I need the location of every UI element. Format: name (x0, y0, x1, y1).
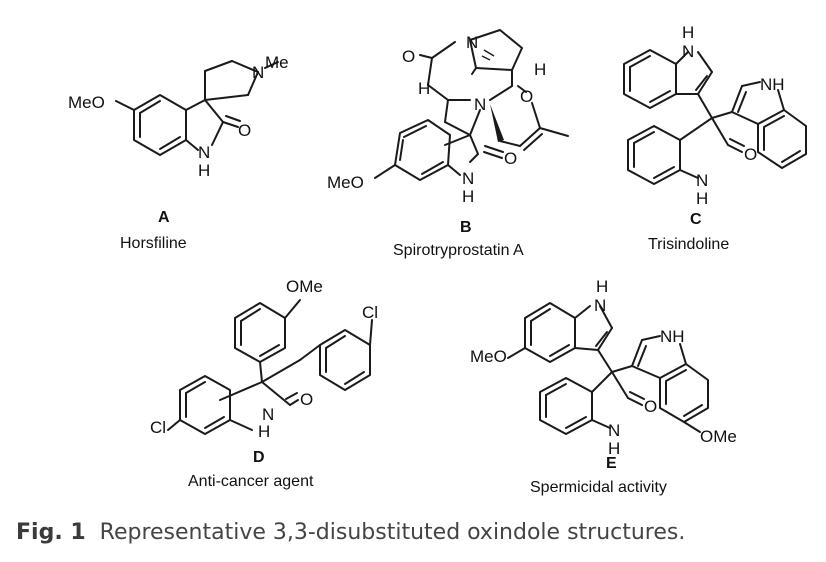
atom-o-e: O (644, 397, 657, 416)
label-letter-e: E (606, 455, 617, 472)
label-name-b: Spirotryprostatin A (393, 242, 524, 259)
atom-methyl-a: Me (265, 53, 289, 72)
atom-n-d: N (262, 405, 274, 424)
atom-cl-d1: Cl (362, 303, 378, 322)
atom-h-b3: H (462, 187, 474, 206)
structure-b-spirotryprostatin (374, 29, 569, 181)
atom-o-a: O (238, 121, 251, 140)
atom-o-c: O (744, 145, 757, 164)
label-letter-d: D (253, 449, 265, 466)
atom-methoxy-d: OMe (286, 277, 323, 296)
atom-o-b2: O (520, 87, 533, 106)
atom-n-b2: N (474, 95, 486, 114)
label-name-d: Anti-cancer agent (188, 473, 314, 490)
atom-h-b1: H (534, 60, 546, 79)
figure-caption-text: Representative 3,3-disubstituted oxindol… (99, 520, 686, 545)
structure-c-trisindoline (623, 49, 807, 185)
atom-h-e3: H (608, 439, 620, 458)
atom-h-c1: H (682, 23, 694, 42)
atom-h-d: H (258, 422, 270, 441)
atom-o-d: O (300, 390, 313, 409)
atom-n-e3: N (608, 421, 620, 440)
label-name-c: Trisindoline (648, 236, 729, 253)
atom-n-e1: N (594, 296, 606, 315)
atom-n-c3: N (696, 171, 708, 190)
atom-methoxy-a: MeO (68, 93, 105, 112)
atom-n-b1: N (466, 33, 478, 52)
atom-o-b1: O (402, 47, 415, 66)
structure-d-anticancer (167, 299, 373, 435)
atom-methoxy-e1: MeO (470, 347, 507, 366)
atom-nh-c2: NH (760, 75, 785, 94)
atom-n-a: N (252, 63, 264, 82)
label-name-e: Spermicidal activity (530, 479, 667, 496)
figure-label: Fig. 1 (16, 520, 86, 545)
atom-cl-d2: Cl (150, 418, 166, 437)
label-letter-b: B (460, 219, 472, 236)
atom-nh-e2: NH (660, 327, 685, 346)
label-letter-c: C (690, 211, 702, 228)
atom-n-b3: N (462, 169, 474, 188)
atom-n-a2: N (198, 143, 210, 162)
atom-h-c3: H (696, 189, 708, 208)
structure-e-spermicidal (507, 302, 709, 435)
label-letter-a: A (158, 209, 170, 226)
structure-a-horsfiline (115, 60, 279, 156)
atom-h-e1: H (596, 277, 608, 296)
figure-caption: Fig. 1 Representative 3,3-disubstituted o… (16, 520, 685, 545)
atom-h-a: H (198, 161, 210, 180)
atom-o-b3: O (504, 149, 517, 168)
atom-h-b2: H (418, 79, 430, 98)
label-name-a: Horsfiline (120, 235, 187, 252)
atom-methoxy-e2: OMe (700, 427, 737, 446)
atom-n-c1: N (682, 42, 694, 61)
atom-methoxy-b: MeO (327, 173, 364, 192)
